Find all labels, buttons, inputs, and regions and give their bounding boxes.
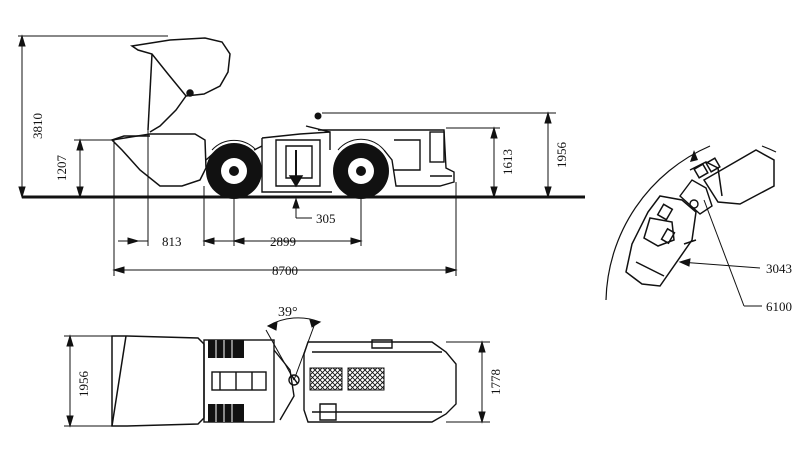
dim-ground-clearance [292,197,312,219]
front-tire-right [208,404,244,422]
articulation-angle-label: 39° [278,305,298,320]
front-tire-left [208,340,244,358]
outer-turn-arc [605,145,711,301]
dim-outer-radius [703,199,762,307]
dim-overall-length [112,266,458,274]
dim-bucket-height [74,138,114,199]
dim-outer-radius-label: 6100 [766,299,792,314]
dim-cab-height [446,126,500,199]
top-view: 39° 1956 [64,305,503,428]
dim-inner-radius [678,258,761,269]
turning-view: 3043 6100 [605,145,792,314]
dim-overall-length-label: 8700 [272,263,298,278]
dim-wheelbase-label: 2899 [270,234,296,249]
raised-bucket [129,37,231,133]
chassis [253,125,455,193]
dim-front-overhang [118,237,148,245]
dim-bucket-width-label: 1956 [76,371,91,398]
grille-right [347,367,385,391]
dim-inner-radius-label: 3043 [766,261,792,276]
rear-wheel [333,138,389,199]
dim-canopy-height-label: 1956 [554,142,569,169]
dim-cab-height-label: 1613 [500,149,515,175]
dim-bucket-height-label: 1207 [54,155,69,182]
dim-ground-clearance-label: 305 [316,211,336,226]
front-wheel [206,139,262,199]
dim-wheelbase [202,237,363,245]
dim-body-width [446,340,490,424]
dim-body-width-label: 1778 [488,369,503,395]
dim-raised-height-label: 3810 [30,113,45,139]
dim-front-overhang-label: 813 [162,234,182,249]
dim-canopy-height [544,111,552,199]
grille-left [309,367,343,391]
dim-bucket-width [64,334,112,428]
dim-raised-height [18,34,168,199]
side-view: 3810 1207 1613 1956 30 [18,34,585,278]
canopy-marker [314,112,322,120]
articulation-angle [265,317,322,381]
